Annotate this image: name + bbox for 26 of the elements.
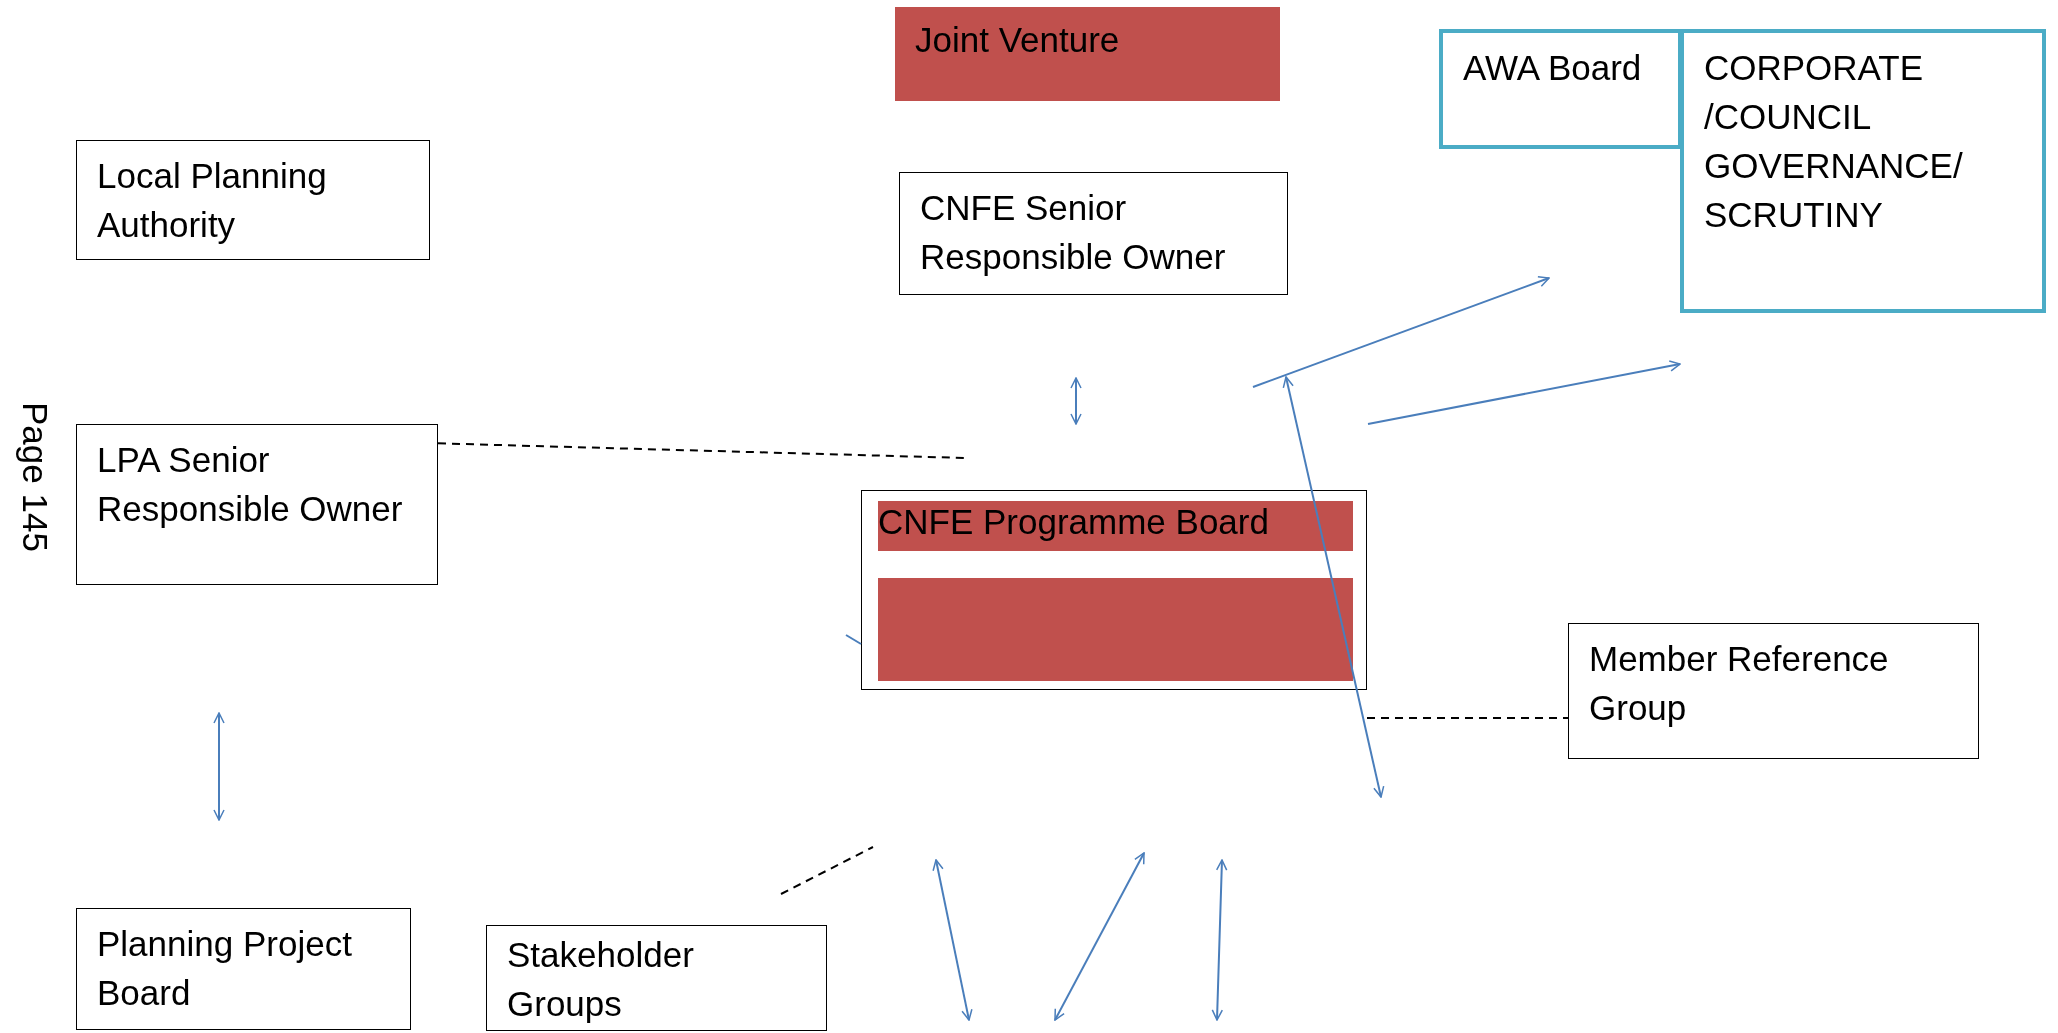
- node-label: Joint Venture: [915, 19, 1121, 61]
- page-number: Page 145: [15, 402, 55, 552]
- process-box: [76, 140, 430, 260]
- node-label: Local Planning Authority: [97, 155, 328, 246]
- node-label: LPA Senior Responsible Owner: [97, 439, 404, 530]
- node-label: Planning Project Board: [97, 923, 353, 1014]
- process-box: [895, 7, 1280, 101]
- node-label: CNFE Programme Board: [878, 501, 1270, 543]
- board-box: [1439, 29, 1682, 149]
- heading-band: [878, 501, 1353, 551]
- dashed-line: [1366, 717, 1569, 719]
- node-label: AWA Board: [1463, 47, 1643, 89]
- process-box: [1568, 623, 1979, 759]
- empty-band: [878, 578, 1353, 681]
- node-label: CNFE Senior Responsible Owner: [920, 187, 1227, 278]
- node-label: Stakeholder Groups: [507, 934, 695, 1025]
- process-box: [486, 925, 827, 1031]
- governance-box: [1680, 29, 2046, 313]
- node-label: CORPORATE /COUNCIL GOVERNANCE/ SCRUTINY: [1704, 47, 1964, 236]
- node-label: Member Reference Group: [1589, 638, 1890, 729]
- process-box: [76, 908, 411, 1030]
- process-box: [76, 424, 438, 585]
- process-box: [899, 172, 1288, 295]
- dashed-line: [437, 442, 967, 459]
- board-panel: [861, 490, 1367, 690]
- line: [845, 634, 862, 645]
